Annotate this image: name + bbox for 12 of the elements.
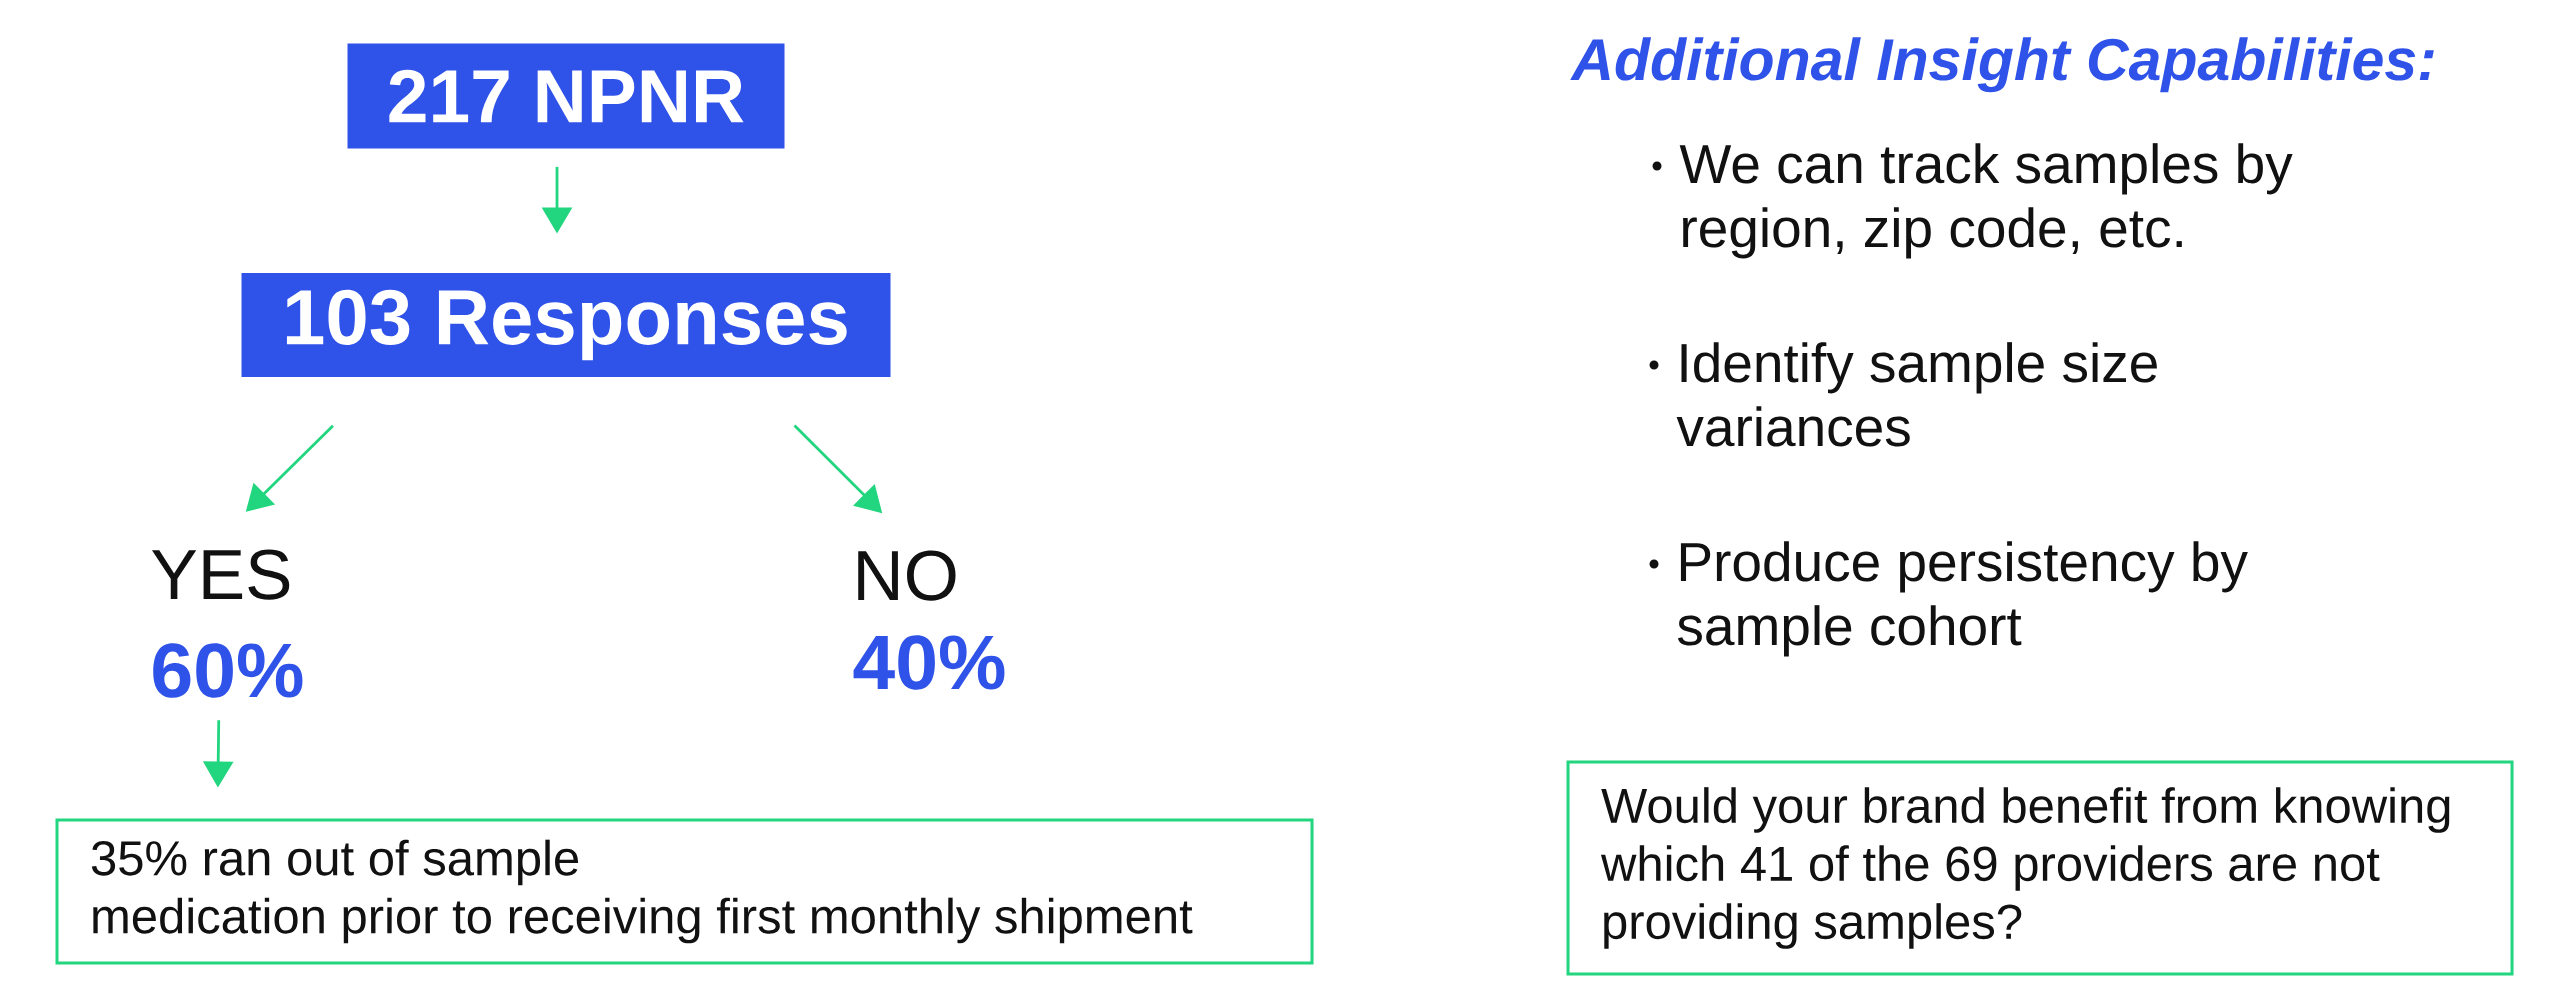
bullet-text: Produce persistency by sample cohort bbox=[1677, 541, 2248, 657]
percentage-value: 60% bbox=[153, 643, 303, 698]
process-box: 217 NPNR bbox=[347, 43, 785, 149]
percentage-value: 40% bbox=[853, 635, 1005, 690]
process-box: 103 Responses bbox=[241, 273, 891, 377]
bullet-text: We can track samples by region, zip code, etc. bbox=[1679, 143, 2293, 259]
answer-label: YES bbox=[151, 549, 290, 600]
bullet-text: Identify sample size variances bbox=[1676, 342, 2157, 447]
text-box: Would your brand benefit from knowing which 41 of the 69 providers are not providing samples? bbox=[1566, 760, 2514, 976]
heading: Additional Insight Capabilities: bbox=[1570, 37, 2434, 93]
answer-label: NO bbox=[858, 550, 956, 601]
text-box: 35% ran out of sample medication prior to receiving first monthly shipment bbox=[55, 818, 1314, 965]
